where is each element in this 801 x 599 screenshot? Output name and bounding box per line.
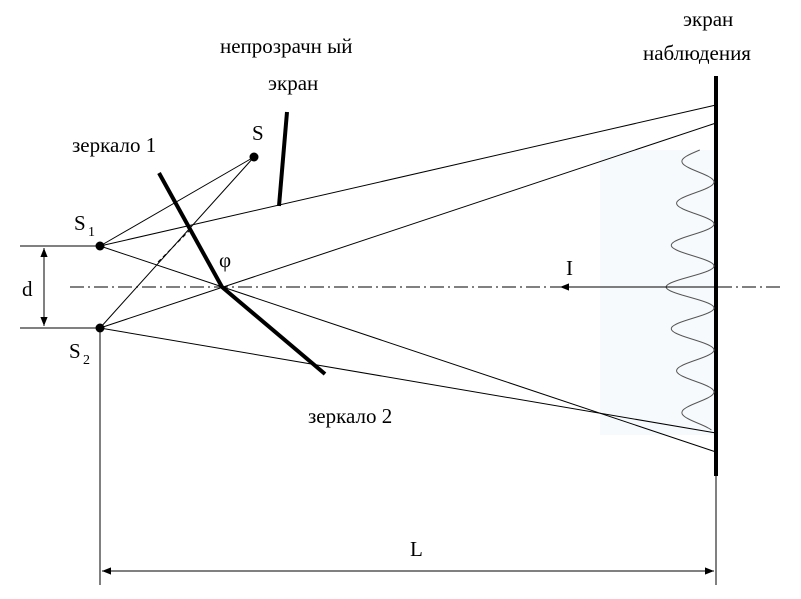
- source-point-s: [249, 152, 259, 162]
- label-mirror-1: зеркало 1: [72, 133, 156, 157]
- label-source: S: [252, 121, 264, 145]
- label-screen-observation-2: наблюдения: [643, 41, 751, 65]
- perpendicular-line: [157, 229, 191, 263]
- label-opaque-screen-2: экран: [268, 71, 318, 95]
- opaque-screen: [277, 111, 289, 207]
- label-screen-observation-1: экран: [683, 7, 733, 31]
- label-source-1-sub: 1: [88, 225, 95, 240]
- label-intensity: I: [566, 256, 573, 280]
- label-separation: d: [22, 277, 33, 301]
- label-angle: φ: [219, 248, 231, 272]
- mirror-1: [157, 172, 224, 288]
- label-mirror-2: зеркало 2: [308, 404, 392, 428]
- ray-lines: [99, 104, 717, 453]
- label-source-1: S: [74, 211, 86, 235]
- label-source-2-sub: 2: [83, 353, 90, 368]
- distance-dimension: [99, 328, 717, 585]
- intensity-wave: [665, 149, 715, 431]
- interference-region: [600, 150, 715, 435]
- label-distance: L: [410, 537, 423, 561]
- label-opaque-screen-1: непрозрачн ый: [220, 34, 352, 58]
- mirror-2: [220, 285, 327, 376]
- separation-dimension: [20, 245, 100, 329]
- label-source-2: S: [69, 339, 81, 363]
